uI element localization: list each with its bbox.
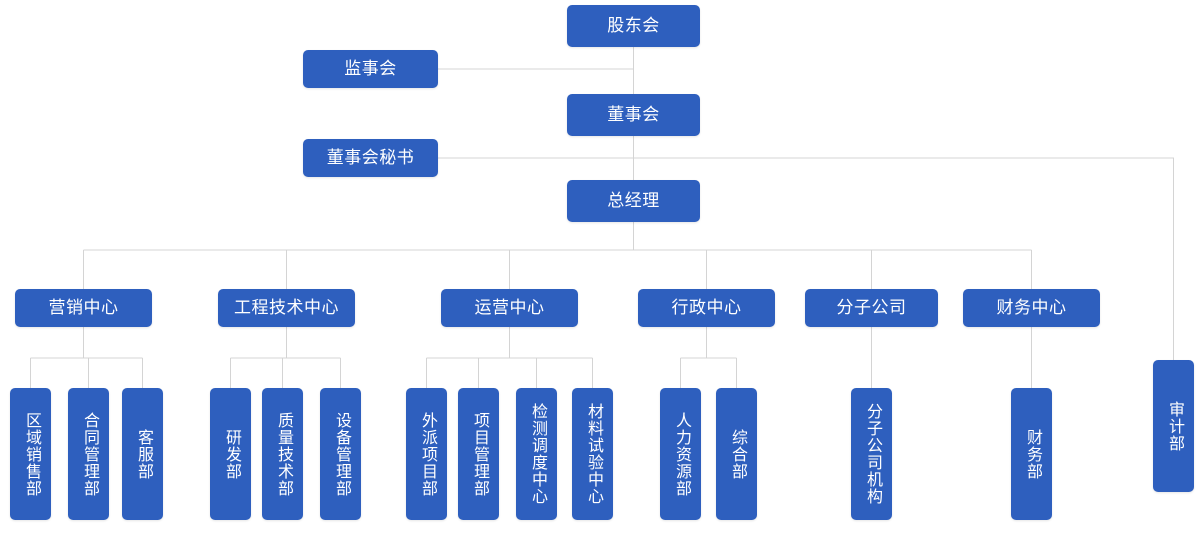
org-node-audit-dept[interactable]: 审计部 bbox=[1153, 360, 1194, 492]
org-node-label: 外派项目部 bbox=[418, 411, 436, 497]
org-node-label: 分子公司机构 bbox=[863, 403, 881, 505]
org-node-label: 监事会 bbox=[344, 58, 397, 78]
org-node-label: 项目管理部 bbox=[470, 411, 488, 497]
org-node-label: 设备管理部 bbox=[332, 411, 350, 497]
org-node-label: 合同管理部 bbox=[80, 411, 98, 497]
org-node-label: 财务部 bbox=[1023, 428, 1041, 480]
org-node-customer-service[interactable]: 客服部 bbox=[122, 388, 163, 520]
org-node-subsidiary-orgs[interactable]: 分子公司机构 bbox=[851, 388, 892, 520]
org-node-label: 营销中心 bbox=[48, 297, 119, 317]
org-node-inspection-center[interactable]: 检测调度中心 bbox=[516, 388, 557, 520]
connector-line bbox=[633, 157, 1174, 360]
org-node-label: 质量技术部 bbox=[274, 411, 292, 497]
org-node-label: 审计部 bbox=[1165, 400, 1183, 452]
org-node-project-mgmt[interactable]: 项目管理部 bbox=[458, 388, 499, 520]
org-node-label: 行政中心 bbox=[671, 297, 742, 317]
org-node-finance-dept[interactable]: 财务部 bbox=[1011, 388, 1052, 520]
org-node-quality-tech[interactable]: 质量技术部 bbox=[262, 388, 303, 520]
org-node-operations-center[interactable]: 运营中心 bbox=[441, 289, 578, 327]
org-node-engineering-center[interactable]: 工程技术中心 bbox=[218, 289, 355, 327]
org-node-label: 财务中心 bbox=[996, 297, 1067, 317]
org-node-marketing-center[interactable]: 营销中心 bbox=[15, 289, 152, 327]
org-node-label: 工程技术中心 bbox=[234, 297, 339, 317]
org-node-label: 材料试验中心 bbox=[584, 403, 602, 505]
org-node-human-resources[interactable]: 人力资源部 bbox=[660, 388, 701, 520]
org-node-board-secretary[interactable]: 董事会秘书 bbox=[303, 139, 438, 177]
org-node-label: 研发部 bbox=[222, 428, 240, 480]
org-node-admin-center[interactable]: 行政中心 bbox=[638, 289, 775, 327]
org-node-outsourced-proj[interactable]: 外派项目部 bbox=[406, 388, 447, 520]
org-node-label: 检测调度中心 bbox=[528, 403, 546, 505]
org-node-regional-sales[interactable]: 区域销售部 bbox=[10, 388, 51, 520]
org-node-shareholders[interactable]: 股东会 bbox=[567, 5, 700, 47]
org-node-general-affairs[interactable]: 综合部 bbox=[716, 388, 757, 520]
org-node-subsidiaries[interactable]: 分子公司 bbox=[805, 289, 938, 327]
org-node-label: 总经理 bbox=[607, 190, 660, 210]
org-node-label: 董事会秘书 bbox=[326, 147, 415, 167]
org-node-label: 综合部 bbox=[728, 428, 746, 480]
org-node-contract-mgmt[interactable]: 合同管理部 bbox=[68, 388, 109, 520]
org-node-label: 股东会 bbox=[607, 15, 660, 35]
org-node-label: 区域销售部 bbox=[22, 411, 40, 497]
org-node-equipment-mgmt[interactable]: 设备管理部 bbox=[320, 388, 361, 520]
org-node-label: 运营中心 bbox=[474, 297, 545, 317]
org-node-general-manager[interactable]: 总经理 bbox=[567, 180, 700, 222]
org-node-finance-center[interactable]: 财务中心 bbox=[963, 289, 1100, 327]
org-node-label: 分子公司 bbox=[836, 297, 907, 317]
org-node-board[interactable]: 董事会 bbox=[567, 94, 700, 136]
org-node-label: 客服部 bbox=[134, 428, 152, 480]
org-node-supervisory[interactable]: 监事会 bbox=[303, 50, 438, 88]
org-node-label: 董事会 bbox=[607, 104, 660, 124]
org-node-rnd[interactable]: 研发部 bbox=[210, 388, 251, 520]
org-node-material-lab[interactable]: 材料试验中心 bbox=[572, 388, 613, 520]
org-node-label: 人力资源部 bbox=[672, 411, 690, 497]
